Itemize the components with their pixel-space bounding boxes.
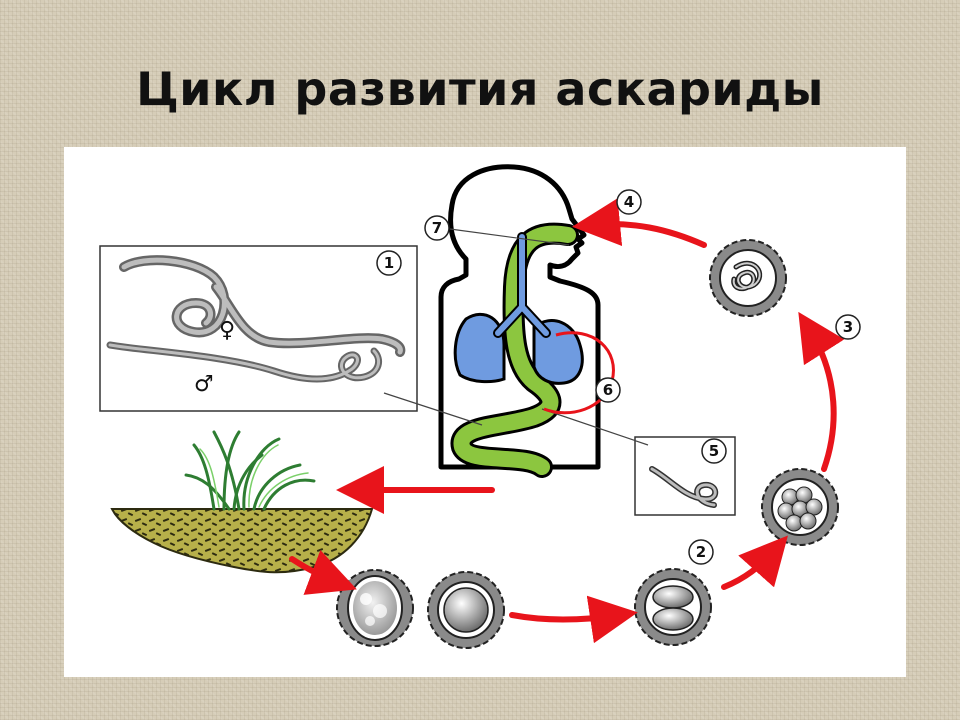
stage-label-7: 7 [424,215,450,241]
svg-text:5: 5 [709,442,719,460]
lifecycle-diagram: ♀ ♂ [64,147,906,677]
egg-two-cell [634,568,712,646]
svg-text:3: 3 [843,318,853,336]
svg-text:1: 1 [384,254,394,272]
egg-one-cell [427,571,505,649]
male-symbol: ♂ [194,372,214,397]
stage-label-3: 3 [835,314,861,340]
stage-label-4: 4 [616,189,642,215]
leader-lines [383,228,649,446]
svg-text:2: 2 [696,543,706,561]
adult-worms-box: ♀ ♂ [99,245,418,412]
svg-text:6: 6 [603,381,613,399]
female-symbol: ♀ [219,318,235,343]
soil-with-grass [110,430,374,574]
stage-label-2: 2 [688,539,714,565]
egg-with-larva [709,239,787,317]
stage-label-1: 1 [376,250,402,276]
egg-fresh [336,569,414,647]
stage-label-5: 5 [701,438,727,464]
trachea [493,232,551,338]
cycle-arrows [289,198,845,644]
egg-morula [761,468,839,546]
stage-label-6: 6 [595,377,621,403]
svg-text:4: 4 [624,193,634,211]
svg-text:7: 7 [432,219,442,237]
slide-title: Цикл развития аскариды [136,62,824,116]
